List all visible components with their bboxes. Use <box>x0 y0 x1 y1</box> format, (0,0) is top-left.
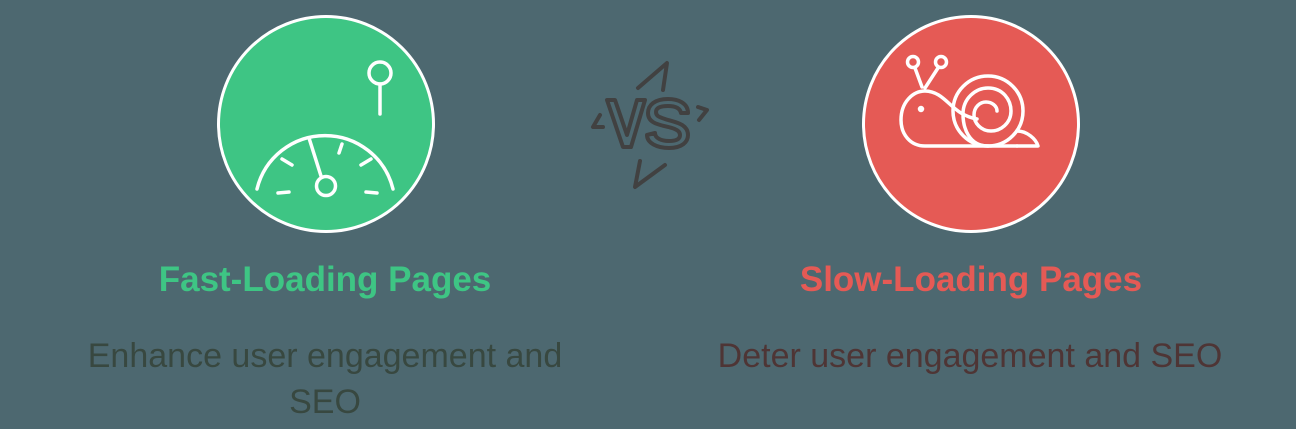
slow-loading-circle <box>862 15 1080 233</box>
fast-loading-description: Enhance user engagement and SEO <box>87 337 563 421</box>
slow-loading-title: Slow-Loading Pages <box>799 260 1143 299</box>
fast-loading-circle <box>217 15 435 233</box>
speedometer-icon <box>255 60 395 198</box>
slow-loading-description: Deter user engagement and SEO <box>717 337 1223 375</box>
snail-icon <box>899 54 1040 148</box>
vs-lightning-icon <box>591 61 709 189</box>
fast-loading-title: Fast-Loading Pages <box>158 260 492 299</box>
